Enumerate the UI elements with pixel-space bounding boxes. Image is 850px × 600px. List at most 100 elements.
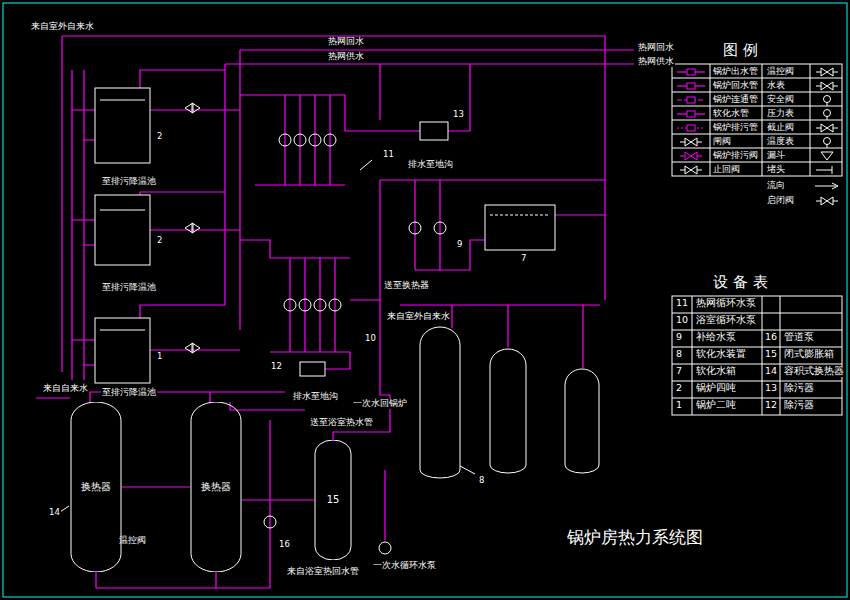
legend-sample — [676, 122, 706, 134]
pipe-network — [84, 70, 95, 380]
pipe-note: 热网供水 — [637, 57, 675, 67]
pipe-network — [36, 397, 70, 398]
equipment-outline — [95, 318, 150, 383]
pipe-network — [240, 49, 634, 50]
legend-sample — [676, 150, 706, 162]
equipment-name: 软化水装置 — [695, 349, 747, 360]
callout-number: 16 — [278, 540, 291, 550]
equipment-number: 10 — [675, 315, 689, 326]
equipment-name: 浴室循环水泵 — [695, 315, 757, 326]
equipment-number: 7 — [675, 366, 683, 377]
equipment-outline — [284, 299, 296, 311]
tank-outline — [315, 440, 351, 560]
legend-sample — [680, 166, 702, 174]
pipe-network — [379, 64, 380, 120]
equipment-outline — [294, 134, 306, 146]
legend-sample — [816, 68, 838, 76]
pipe-note: 一次水回锅炉 — [352, 399, 408, 409]
pipe-note: 至排污降温池 — [101, 388, 157, 398]
node-label: 换热器 — [81, 481, 111, 493]
legend-sample — [676, 108, 706, 120]
equipment-outline — [420, 122, 448, 140]
pipe-network — [150, 50, 240, 350]
legend-text: 水表 — [766, 80, 786, 90]
pipe-note: 来自室外自来水 — [386, 312, 451, 322]
equipment-outline — [360, 160, 372, 170]
equipment-name: 管道泵 — [783, 332, 815, 343]
legend-sample — [687, 83, 695, 89]
legend-text: 流向 — [766, 180, 786, 190]
legend-sample — [812, 136, 842, 148]
pipe-note: 排水至地沟 — [292, 392, 339, 402]
legend-sample — [812, 150, 842, 162]
legend-sample — [680, 152, 702, 160]
equipment-outline — [409, 222, 421, 234]
pipe-network — [325, 300, 380, 369]
equipment-number: 1 — [675, 400, 683, 411]
equipment-outline — [565, 369, 599, 473]
equipment-outline — [379, 542, 391, 554]
node-text-stack: 15 — [327, 494, 340, 506]
legend-heading: 图 例 — [722, 42, 759, 59]
legend-sample — [687, 111, 695, 117]
legend-sample — [812, 66, 842, 78]
pipe-network — [225, 63, 634, 64]
legend-sample — [812, 94, 842, 106]
tank-outline — [191, 402, 241, 572]
legend-sample — [676, 164, 706, 176]
legend-text: 锅炉出水管 — [712, 66, 759, 76]
legend-sample — [812, 180, 842, 192]
legend-sample — [812, 195, 842, 207]
legend-text: 锅炉排污阀 — [712, 150, 759, 160]
legend-sample — [676, 94, 706, 106]
pipe-note: 至排污降温池 — [101, 177, 157, 187]
equipment-outline — [314, 299, 326, 311]
equipment-outline — [264, 516, 276, 528]
legend-table-grid — [672, 64, 842, 176]
equipment-outline — [324, 134, 336, 146]
equipment-name: 补给水泵 — [695, 332, 737, 343]
node-text-stack: 换热器 — [81, 481, 111, 493]
legend-sample — [824, 138, 831, 145]
equipment-table-grid — [672, 296, 842, 415]
callout-number: 7 — [520, 254, 527, 264]
legend-sample — [676, 66, 706, 78]
equipment-number: 15 — [764, 349, 778, 360]
equipment-outline — [420, 327, 460, 478]
legend-text: 安全阀 — [766, 94, 795, 104]
equipment-table-grid — [692, 296, 780, 415]
legend-text: 压力表 — [766, 108, 795, 118]
pipe-note: 来自自来水 — [42, 384, 89, 394]
equipment-number: 13 — [764, 383, 778, 394]
expansion-tank: 15 — [314, 440, 352, 560]
equipment-outline — [434, 222, 446, 234]
legend-text: 温控阀 — [766, 66, 795, 76]
pipe-note: 至排污降温池 — [101, 283, 157, 293]
equipment-number: 14 — [764, 366, 778, 377]
pipe-note: 送至浴室热水管 — [309, 418, 374, 428]
callout-number: 2 — [156, 132, 163, 142]
legend-sample — [812, 108, 842, 120]
pipe-network — [36, 36, 634, 588]
equipment-name: 软化水箱 — [695, 366, 737, 377]
pipe-network — [230, 402, 305, 410]
pipe-network — [72, 70, 95, 380]
legend-text: 闸阀 — [712, 136, 732, 146]
equipment-outline — [100, 100, 145, 330]
pipe-network — [345, 64, 470, 131]
equipment-outline — [185, 223, 200, 233]
legend-text: 启闭阀 — [766, 195, 795, 205]
legend-sample — [812, 80, 842, 92]
callout-number: 12 — [270, 362, 283, 372]
legend-sample — [815, 183, 838, 189]
node-label: 15 — [327, 494, 340, 506]
pipe-network — [140, 64, 225, 318]
legend-sample — [824, 96, 831, 103]
pipe-network — [240, 240, 350, 352]
equipment-number: 2 — [675, 383, 683, 394]
legend-text: 堵头 — [766, 164, 786, 174]
callout-number: 10 — [364, 334, 377, 344]
equipment-outline — [490, 349, 526, 473]
equipment-outline — [185, 103, 200, 113]
equipment-number: 11 — [675, 298, 689, 309]
